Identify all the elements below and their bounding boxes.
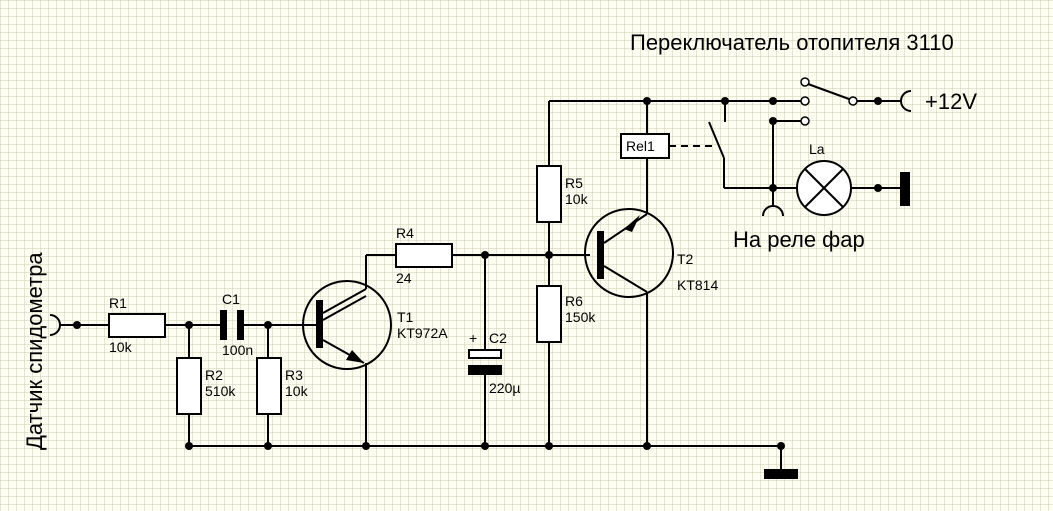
junction xyxy=(264,442,272,450)
sensor-label: Датчик спидометра xyxy=(22,252,47,450)
c2-ref: C2 xyxy=(489,330,507,346)
r5-value: 10k xyxy=(565,191,589,207)
input-connector-icon xyxy=(49,314,61,336)
switch-contact xyxy=(800,96,810,106)
ground-icon xyxy=(900,172,910,206)
junction xyxy=(874,97,882,105)
resistor-r3 xyxy=(256,357,282,415)
headlight-connector-icon xyxy=(762,205,784,217)
switch-pivot xyxy=(848,96,858,106)
junction xyxy=(73,321,81,329)
ground-icon xyxy=(764,469,798,479)
t2-base xyxy=(597,231,604,279)
t1-arrow-icon xyxy=(346,350,364,363)
resistor-r2 xyxy=(176,357,202,415)
lamp-cross xyxy=(804,168,844,208)
r5-ref: R5 xyxy=(565,175,583,191)
switch-contact xyxy=(800,77,810,87)
rel1-ref: Rel1 xyxy=(626,138,655,154)
resistor-r5 xyxy=(536,165,562,223)
capacitor-c2-minus-plate xyxy=(468,365,502,375)
capacitor-c2-plus-plate xyxy=(468,349,502,359)
switch-blade xyxy=(807,83,850,100)
junction xyxy=(185,442,193,450)
r1-ref: R1 xyxy=(109,295,127,311)
supply-label: +12V xyxy=(925,89,977,114)
t1-collector2 xyxy=(322,295,367,321)
c1-ref: C1 xyxy=(222,291,240,307)
junction xyxy=(481,442,489,450)
resistor-r1 xyxy=(108,313,166,338)
r4-ref: R4 xyxy=(396,225,414,241)
t2-value: KT814 xyxy=(677,277,718,293)
c2-value: 220µ xyxy=(489,380,520,396)
r6-ref: R6 xyxy=(565,293,583,309)
r2-value: 510k xyxy=(205,383,236,399)
r4-value: 24 xyxy=(396,270,412,286)
t2-arrow-icon xyxy=(624,215,640,232)
r3-ref: R3 xyxy=(285,367,303,383)
capacitor-c1-plate xyxy=(237,310,244,340)
junction xyxy=(545,442,553,450)
r3-value: 10k xyxy=(285,383,309,399)
t1-base xyxy=(316,300,323,348)
transistor-t1 xyxy=(302,280,392,370)
la-ref: La xyxy=(809,141,825,157)
t1-value: KT972A xyxy=(397,325,448,341)
headlight-relay-label: На реле фар xyxy=(733,227,865,252)
junction xyxy=(643,442,651,450)
t1-ref: T1 xyxy=(397,309,414,325)
junction xyxy=(874,184,882,192)
r1-value: 10k xyxy=(109,339,133,355)
supply-connector-icon xyxy=(900,90,912,112)
t1-collector xyxy=(322,288,367,314)
switch-contact xyxy=(800,116,810,126)
resistor-r4 xyxy=(395,243,453,268)
capacitor-c1-plate xyxy=(220,310,227,340)
junction xyxy=(769,97,777,105)
c2-polarity: + xyxy=(469,330,477,346)
r2-ref: R2 xyxy=(205,367,223,383)
resistor-r6 xyxy=(536,285,562,343)
t2-ref: T2 xyxy=(677,251,694,267)
junction xyxy=(362,442,370,450)
transistor-t2 xyxy=(584,208,674,298)
relay-rel1 xyxy=(620,133,670,159)
relay-contact-blade xyxy=(708,121,725,159)
junction xyxy=(643,97,651,105)
t2-collector xyxy=(603,265,648,293)
r6-value: 150k xyxy=(565,309,596,325)
c1-value: 100n xyxy=(222,342,253,358)
diagram-title: Переключатель отопителя 3110 xyxy=(630,30,954,55)
